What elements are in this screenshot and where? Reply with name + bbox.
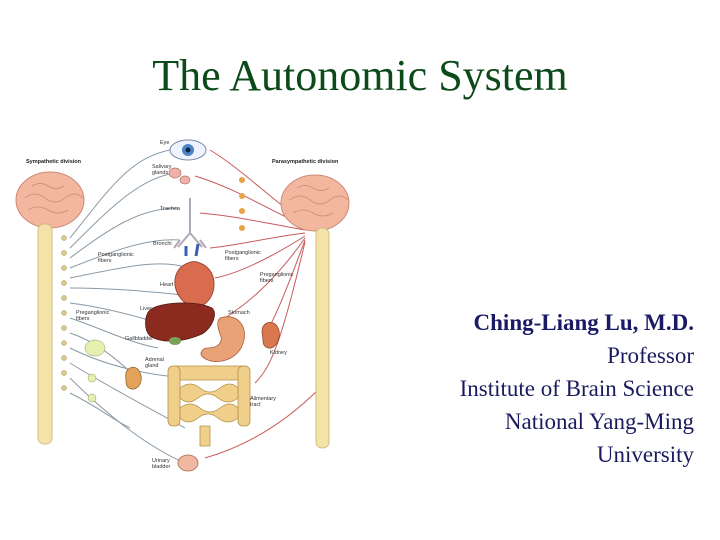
label-tract: tract bbox=[250, 402, 261, 408]
label-salivary: Salivary bbox=[152, 164, 172, 170]
label-fibers-left: fibers bbox=[98, 258, 112, 264]
author-credit-block: Ching-Liang Lu, M.D. Professor Institute… bbox=[460, 306, 694, 471]
kidney-organ bbox=[261, 321, 280, 349]
left-spinal-cord bbox=[37, 223, 53, 445]
autonomic-nervous-system-diagram: Sympathetic division Parasympathetic div… bbox=[15, 139, 350, 472]
author-position: Professor bbox=[607, 343, 694, 368]
liver-organ bbox=[145, 302, 215, 342]
label-eye: Eye bbox=[160, 140, 169, 146]
label-gallbladder: Gallbladder bbox=[125, 336, 153, 342]
label-stomach: Stomach bbox=[228, 310, 250, 316]
gallbladder-organ bbox=[169, 337, 181, 345]
label-liver: Liver bbox=[140, 306, 152, 312]
label-gland: gland bbox=[145, 363, 158, 369]
author-name: Ching-Liang Lu, M.D. bbox=[473, 310, 694, 335]
label-preganglionic-right: Preganglionic bbox=[260, 272, 294, 278]
label-fibers-pre: fibers bbox=[76, 316, 90, 322]
label-postganglionic-right: Postganglionic bbox=[225, 250, 261, 256]
label-trachea: Trachea bbox=[160, 206, 181, 212]
adrenal-gland-organ bbox=[125, 366, 142, 390]
author-institute: Institute of Brain Science bbox=[459, 376, 694, 401]
right-brain bbox=[280, 174, 350, 232]
label-bronchi: Bronchi bbox=[153, 241, 172, 247]
label-glands: glands bbox=[152, 170, 168, 176]
label-kidney: Kidney bbox=[270, 350, 287, 356]
left-brain bbox=[15, 171, 85, 229]
eye-organ bbox=[169, 139, 207, 161]
sympathetic-chain bbox=[61, 235, 106, 403]
label-postganglionic-left: Postganglionic bbox=[98, 252, 134, 258]
author-university-line1: National Yang-Ming bbox=[504, 409, 694, 434]
label-preganglionic: Preganglionic bbox=[76, 310, 110, 316]
parasympathetic-ganglia bbox=[239, 177, 245, 231]
sympathetic-division-heading: Sympathetic division bbox=[26, 159, 82, 165]
slide-title: The Autonomic System bbox=[152, 51, 568, 100]
label-bladder: bladder bbox=[152, 464, 171, 470]
parasympathetic-division-heading: Parasympathetic division bbox=[272, 159, 339, 165]
stomach-organ bbox=[200, 316, 245, 362]
label-fibers-right: fibers bbox=[225, 256, 239, 262]
label-fibers-pre-right: fibers bbox=[260, 278, 274, 284]
trachea-bronchi-organ bbox=[173, 198, 207, 249]
heart-organ bbox=[174, 243, 215, 308]
right-spinal-cord bbox=[315, 227, 330, 449]
author-university-line2: University bbox=[596, 442, 694, 467]
label-adrenal: Adrenal bbox=[145, 357, 164, 363]
intestines-organ bbox=[167, 365, 251, 447]
salivary-glands-organ bbox=[168, 167, 191, 185]
label-urinary: Urinary bbox=[152, 458, 170, 464]
label-alimentary: Alimentary bbox=[250, 396, 276, 402]
label-heart: Heart bbox=[160, 282, 174, 288]
urinary-bladder-organ bbox=[177, 454, 199, 472]
